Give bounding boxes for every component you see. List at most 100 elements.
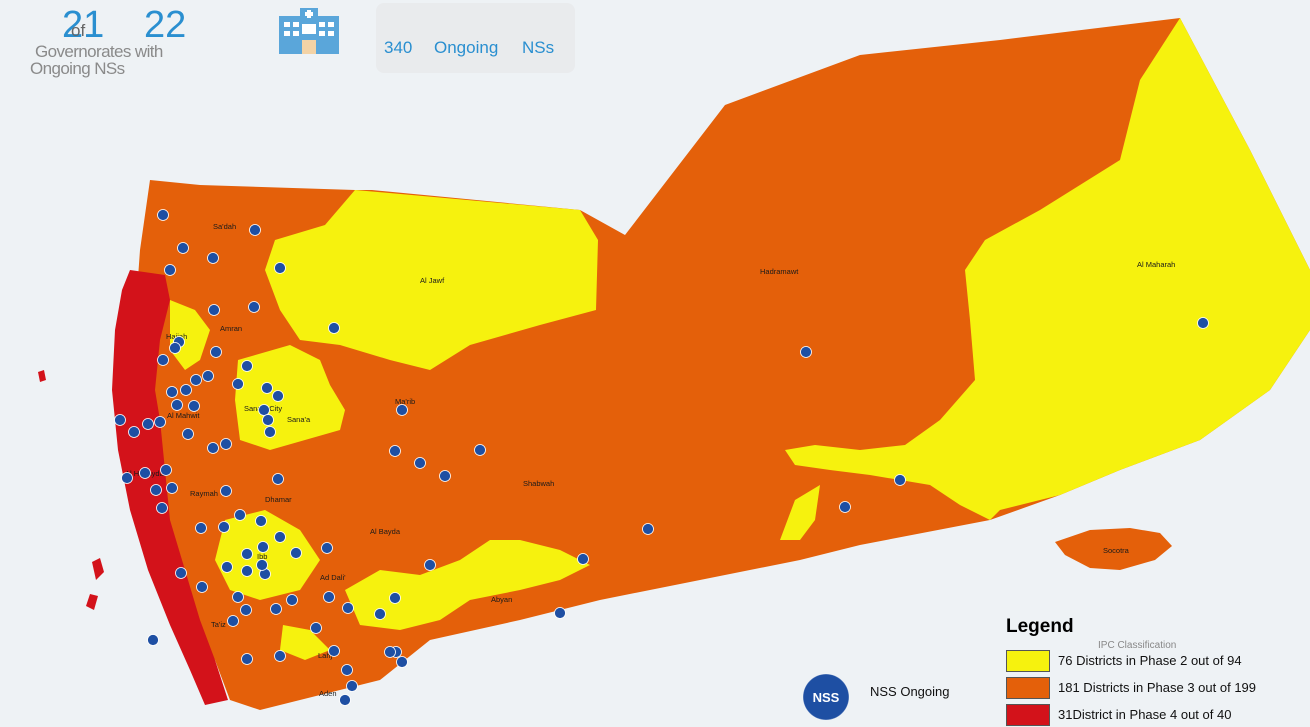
- nss-marker[interactable]: [274, 650, 286, 662]
- nss-marker[interactable]: [208, 304, 220, 316]
- nss-marker[interactable]: [207, 442, 219, 454]
- nss-marker[interactable]: [220, 485, 232, 497]
- nss-marker[interactable]: [114, 414, 126, 426]
- nss-marker[interactable]: [177, 242, 189, 254]
- nss-marker[interactable]: [321, 542, 333, 554]
- nss-marker[interactable]: [341, 664, 353, 676]
- label-aden: Aden: [319, 689, 337, 698]
- nss-marker[interactable]: [249, 224, 261, 236]
- nss-marker[interactable]: [839, 501, 851, 513]
- nss-marker[interactable]: [255, 515, 267, 527]
- nss-marker[interactable]: [139, 467, 151, 479]
- nss-marker[interactable]: [328, 322, 340, 334]
- nss-marker[interactable]: [323, 591, 335, 603]
- nss-marker[interactable]: [389, 445, 401, 457]
- nss-marker[interactable]: [240, 604, 252, 616]
- label-shabwah: Shabwah: [523, 479, 554, 488]
- nss-marker[interactable]: [339, 694, 351, 706]
- nss-marker[interactable]: [142, 418, 154, 430]
- nss-marker[interactable]: [894, 474, 906, 486]
- nss-marker[interactable]: [272, 390, 284, 402]
- nss-marker[interactable]: [188, 400, 200, 412]
- nss-marker[interactable]: [577, 553, 589, 565]
- nss-marker[interactable]: [160, 464, 172, 476]
- nss-marker[interactable]: [414, 457, 426, 469]
- nss-marker[interactable]: [264, 426, 276, 438]
- nss-marker[interactable]: [1197, 317, 1209, 329]
- nss-legend-entry: NSS NSS Ongoing: [797, 670, 1037, 721]
- nss-marker[interactable]: [180, 384, 192, 396]
- nss-marker[interactable]: [150, 484, 162, 496]
- nss-marker[interactable]: [272, 473, 284, 485]
- label-ad-dali: Ad Dali': [320, 573, 346, 582]
- nss-marker[interactable]: [166, 482, 178, 494]
- ongoing-nss-stat: 340 Ongoing NSs: [376, 3, 575, 73]
- nss-marker[interactable]: [128, 426, 140, 438]
- nss-marker[interactable]: [234, 509, 246, 521]
- nss-marker[interactable]: [642, 523, 654, 535]
- nss-marker[interactable]: [157, 354, 169, 366]
- label-abyan: Abyan: [491, 595, 512, 604]
- nss-marker[interactable]: [241, 548, 253, 560]
- nss-marker[interactable]: [171, 399, 183, 411]
- nss-marker[interactable]: [195, 522, 207, 534]
- nss-marker[interactable]: [256, 559, 268, 571]
- phase2-legend-label: 76 Districts in Phase 2 out of 94: [1058, 653, 1242, 668]
- nss-marker[interactable]: [248, 301, 260, 313]
- nss-marker[interactable]: [389, 592, 401, 604]
- nss-marker[interactable]: [396, 656, 408, 668]
- nss-marker[interactable]: [439, 470, 451, 482]
- phase2-region-hajjah-high: [170, 300, 210, 370]
- nss-marker[interactable]: [232, 378, 244, 390]
- nss-marker[interactable]: [202, 370, 214, 382]
- nss-marker[interactable]: [290, 547, 302, 559]
- nss-marker[interactable]: [241, 360, 253, 372]
- nss-marker[interactable]: [221, 561, 233, 573]
- nss-marker[interactable]: [232, 591, 244, 603]
- nss-marker[interactable]: [164, 264, 176, 276]
- nss-marker[interactable]: [227, 615, 239, 627]
- nss-marker[interactable]: [286, 594, 298, 606]
- nss-marker[interactable]: [346, 680, 358, 692]
- phase3-legend-label: 181 Districts in Phase 3 out of 199: [1058, 680, 1257, 695]
- nss-marker[interactable]: [182, 428, 194, 440]
- nss-marker[interactable]: [156, 502, 168, 514]
- nss-marker[interactable]: [169, 342, 181, 354]
- nss-marker[interactable]: [342, 602, 354, 614]
- nss-marker[interactable]: [384, 646, 396, 658]
- nss-marker[interactable]: [800, 346, 812, 358]
- nss-marker[interactable]: [121, 472, 133, 484]
- label-sanaa: Sana'a: [287, 415, 311, 424]
- nss-marker[interactable]: [166, 386, 178, 398]
- nss-marker[interactable]: [554, 607, 566, 619]
- nss-marker[interactable]: [196, 581, 208, 593]
- nss-marker[interactable]: [474, 444, 486, 456]
- nss-marker[interactable]: [241, 653, 253, 665]
- nss-marker[interactable]: [157, 209, 169, 221]
- nss-marker[interactable]: [190, 374, 202, 386]
- nss-marker[interactable]: [396, 404, 408, 416]
- label-al-mahwit: Al Mahwit: [167, 411, 200, 420]
- nss-marker[interactable]: [274, 262, 286, 274]
- nss-marker[interactable]: [424, 559, 436, 571]
- nss-marker[interactable]: [147, 634, 159, 646]
- nss-badge-text: NSS: [813, 690, 840, 705]
- nss-marker[interactable]: [328, 645, 340, 657]
- nss-marker[interactable]: [175, 567, 187, 579]
- nss-marker[interactable]: [374, 608, 386, 620]
- nss-marker[interactable]: [310, 622, 322, 634]
- nss-marker[interactable]: [207, 252, 219, 264]
- nss-marker[interactable]: [258, 404, 270, 416]
- nss-marker[interactable]: [270, 603, 282, 615]
- nss-marker[interactable]: [262, 414, 274, 426]
- nss-marker[interactable]: [218, 521, 230, 533]
- nss-marker[interactable]: [261, 382, 273, 394]
- nss-marker[interactable]: [154, 416, 166, 428]
- nss-marker[interactable]: [241, 565, 253, 577]
- nss-marker[interactable]: [257, 541, 269, 553]
- nss-marker[interactable]: [210, 346, 222, 358]
- phase4-legend-label: 31District in Phase 4 out of 40: [1058, 707, 1232, 722]
- nss-marker[interactable]: [274, 531, 286, 543]
- label-al-jawf: Al Jawf: [420, 276, 445, 285]
- nss-marker[interactable]: [220, 438, 232, 450]
